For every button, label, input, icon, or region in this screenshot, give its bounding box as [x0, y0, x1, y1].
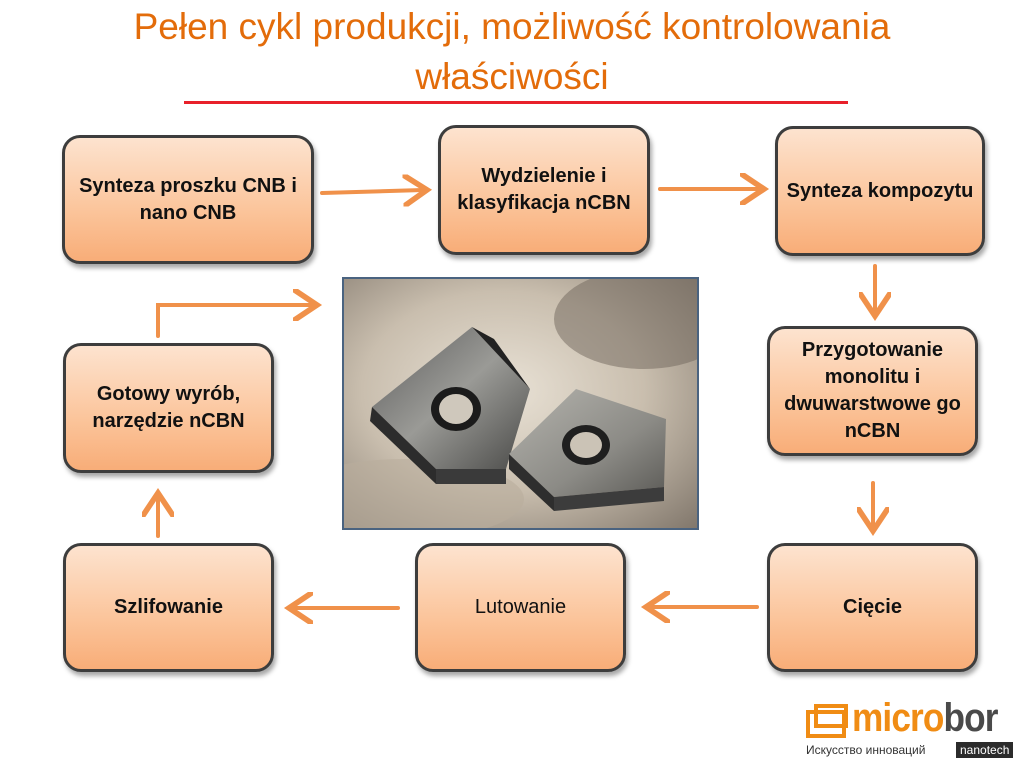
step-finished-tool: Gotowy wyrób, narzędzie nCBN [63, 343, 274, 473]
slide-title: Pełen cykl produkcji, możliwość kontrolo… [133, 6, 891, 97]
logo-tagline: Искусство инноваций [806, 743, 926, 757]
step-label: Lutowanie [474, 596, 567, 618]
step-brazing: Lutowanie [415, 543, 626, 672]
step-label: Synteza proszku CNB i nano CNB [79, 174, 297, 224]
logo-wordmark-part2: bor [943, 696, 998, 740]
logo-mark-icon [806, 704, 848, 738]
logo-wordmark: microbor [852, 696, 998, 740]
step-label: Przygotowanie monolitu i dwuwarstwowe go… [784, 339, 961, 442]
step-composite-synthesis: Synteza kompozytu [775, 126, 985, 256]
logo-wordmark-part1: micro [852, 696, 944, 740]
microbor-logo: microbor Искусство инноваций nanotech [806, 696, 1016, 762]
step-monolith-preparation: Przygotowanie monolitu i dwuwarstwowe go… [767, 326, 978, 456]
step-label: Cięcie [843, 596, 902, 618]
step-separation-classification: Wydzielenie i klasyfikacja nCBN [438, 125, 650, 255]
step-label: Synteza kompozytu [786, 179, 974, 202]
ncbn-inserts-photo [342, 277, 699, 530]
title-underline [184, 101, 848, 104]
arrow-1-to-2 [320, 190, 423, 193]
step-grinding: Szlifowanie [63, 543, 274, 672]
step-label: Szlifowanie [114, 596, 223, 618]
step-cutting: Cięcie [767, 543, 978, 672]
step-powder-synthesis: Synteza proszku CNB i nano CNB [62, 135, 314, 264]
step-label: Wydzielenie i klasyfikacja nCBN [457, 165, 631, 214]
step-label: Gotowy wyrób, narzędzie nCBN [92, 383, 245, 432]
logo-nanotech-tag: nanotech [956, 742, 1014, 758]
arrow-8-to-photo [156, 305, 313, 338]
